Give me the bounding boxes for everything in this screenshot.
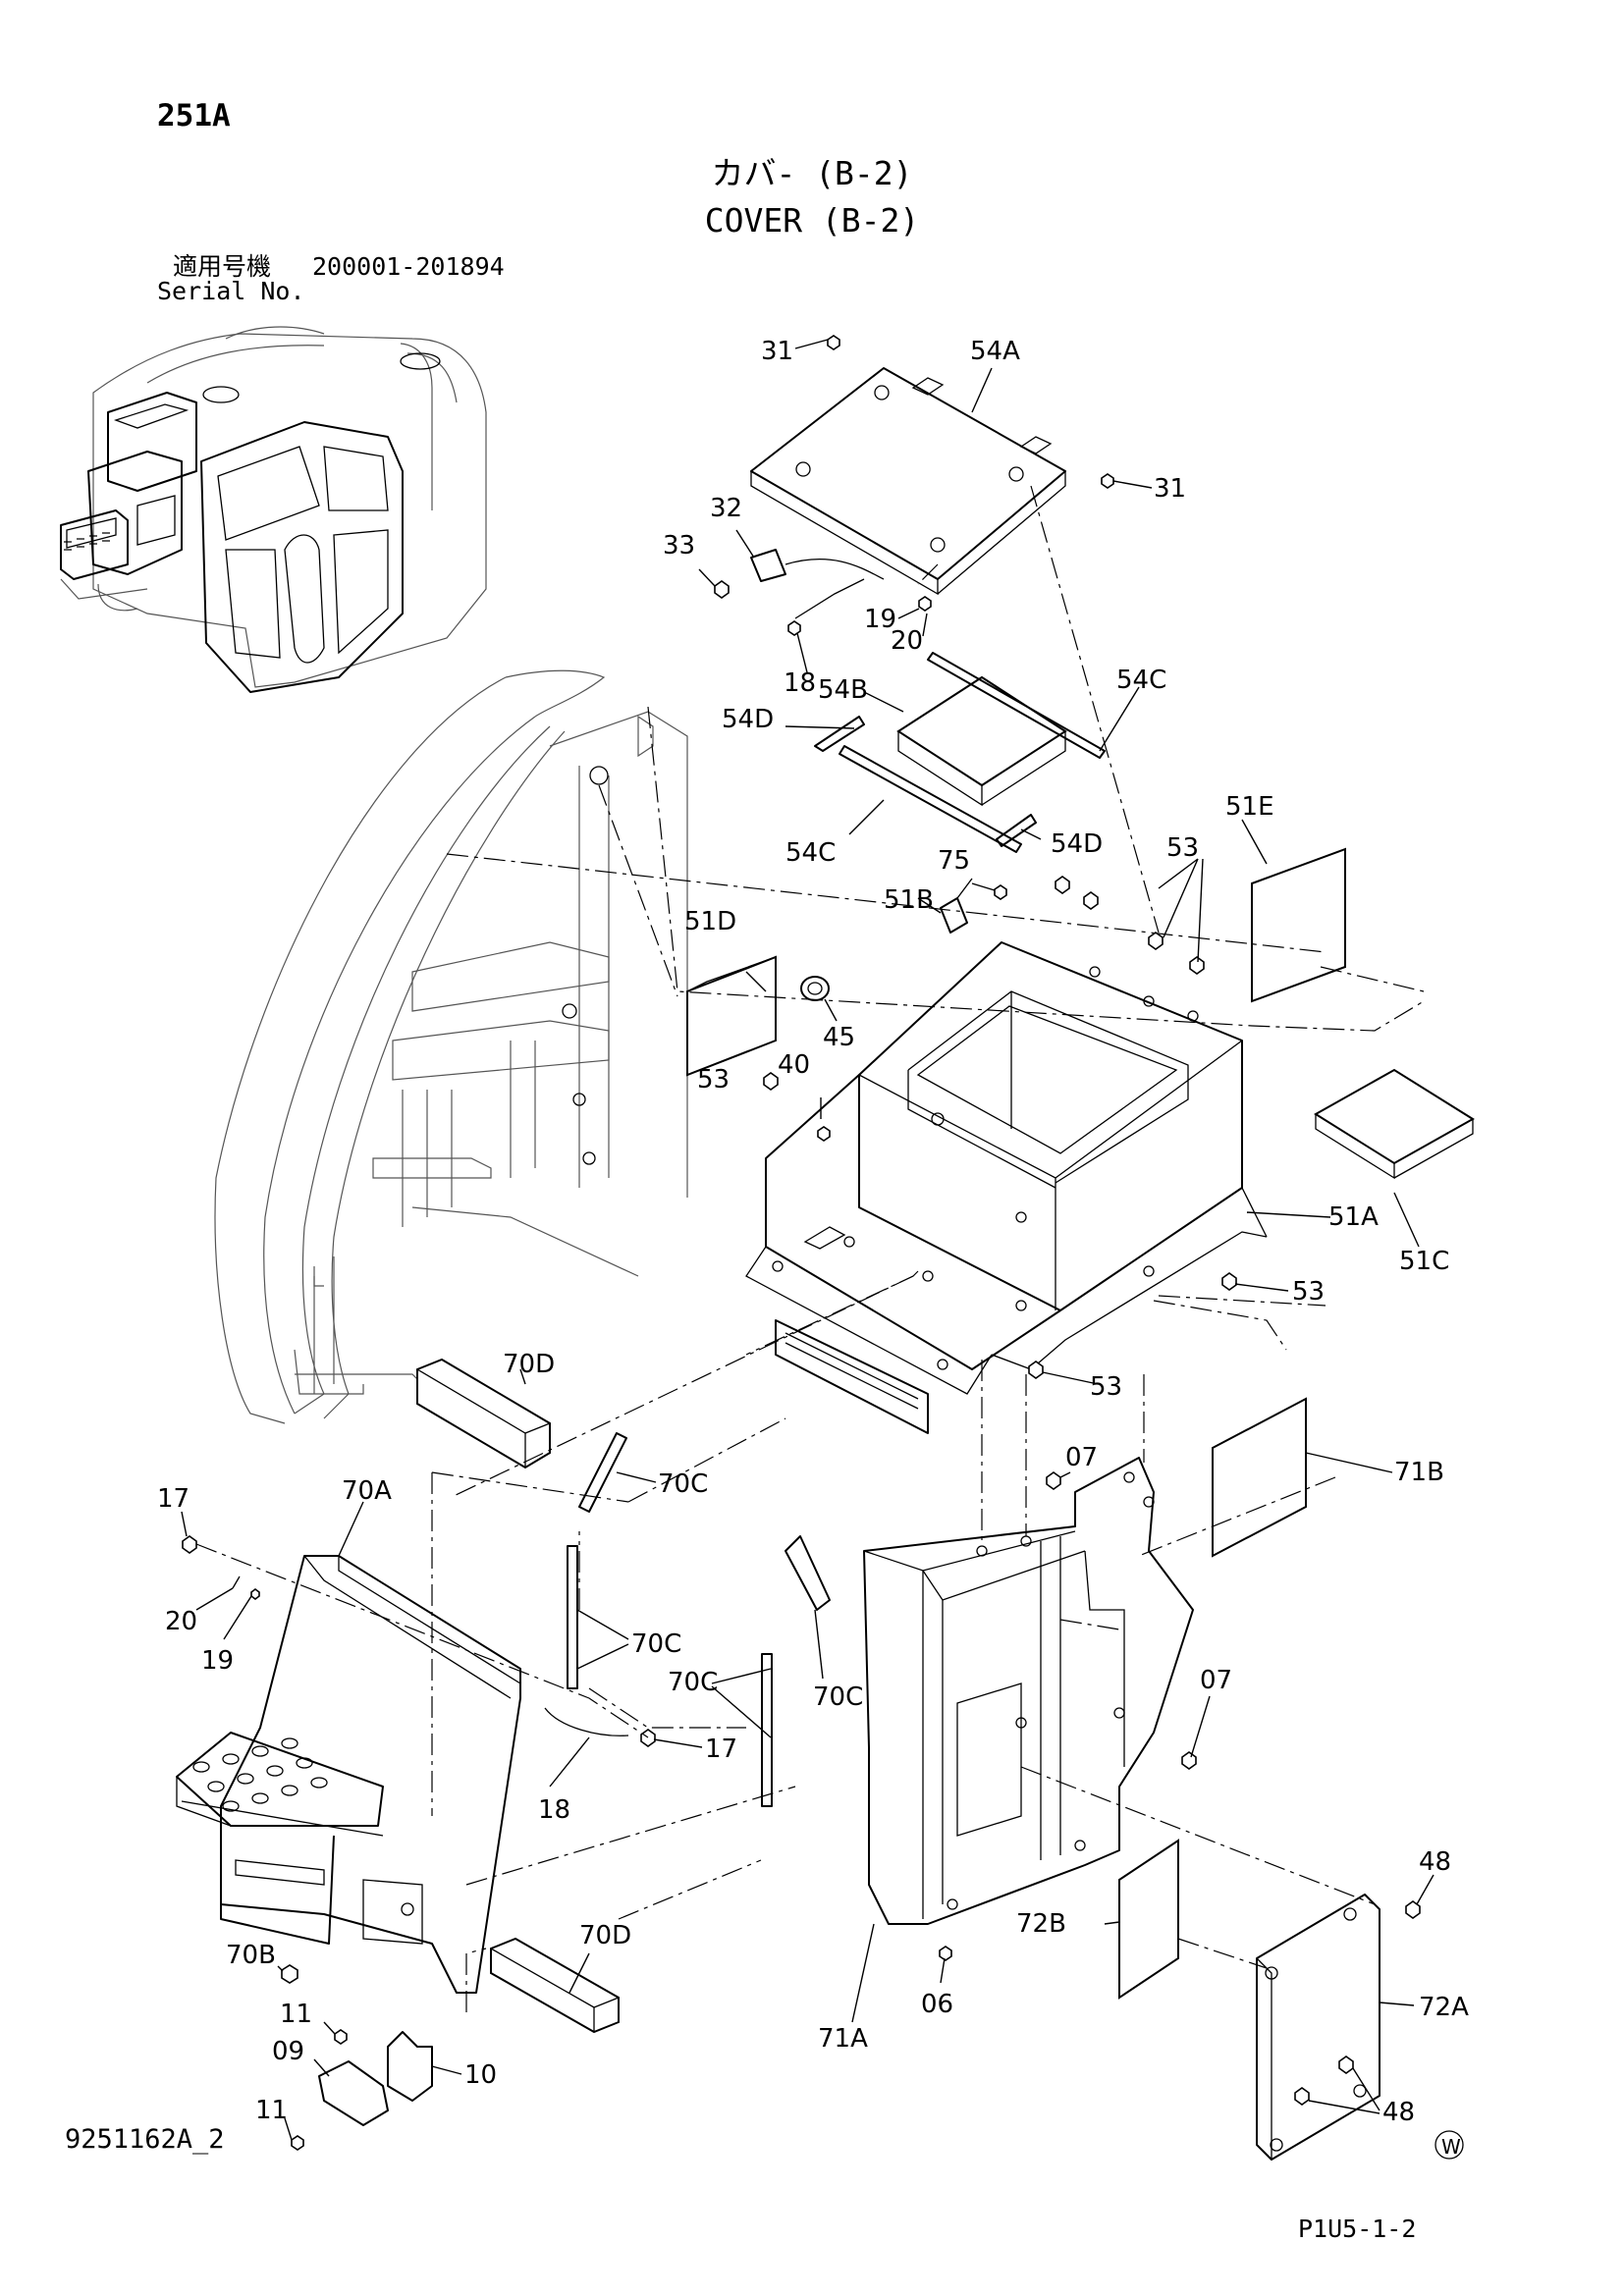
callout-label: 11 bbox=[280, 2000, 312, 2029]
title-japanese: カバ- (B-2) bbox=[711, 154, 913, 192]
callout-label: 54D bbox=[722, 705, 774, 734]
callout-label: 70D bbox=[503, 1350, 555, 1379]
callout-label: 48 bbox=[1419, 1847, 1451, 1877]
callout-label: 18 bbox=[538, 1795, 570, 1825]
callout-label: 07 bbox=[1065, 1443, 1098, 1472]
callout-label: 70B bbox=[226, 1941, 276, 1970]
callout-label: 53 bbox=[1166, 833, 1199, 863]
callout-label: 17 bbox=[157, 1484, 189, 1514]
callout-label: 70C bbox=[631, 1629, 681, 1659]
callout-label: 53 bbox=[1292, 1277, 1325, 1307]
callout-label: 54C bbox=[785, 838, 836, 868]
callout-label: 19 bbox=[864, 605, 896, 634]
serial-range: 200001-201894 bbox=[312, 252, 505, 281]
drawing-number: 9251162A_2 bbox=[65, 2124, 225, 2155]
pads-51-group bbox=[686, 847, 1475, 1180]
callout-label: 72B bbox=[1016, 1909, 1066, 1939]
title-english: COVER (B-2) bbox=[704, 201, 920, 240]
callout-label: 53 bbox=[1090, 1372, 1122, 1402]
callout-label: 31 bbox=[1154, 474, 1186, 504]
bars-70-group bbox=[416, 1358, 831, 2034]
callout-label: 51B bbox=[884, 885, 934, 915]
callout-label: 48 bbox=[1382, 2098, 1415, 2127]
callout-label: 20 bbox=[165, 1607, 197, 1636]
callout-label: 20 bbox=[891, 626, 923, 656]
callout-label: 71A bbox=[818, 2024, 868, 2054]
callout-label: 32 bbox=[710, 494, 742, 523]
callout-label: 54C bbox=[1116, 666, 1166, 695]
machine-overview-inset bbox=[60, 326, 487, 693]
callout-label: 18 bbox=[784, 668, 816, 698]
callout-label: 51C bbox=[1399, 1247, 1449, 1276]
cover-71a-group bbox=[863, 1457, 1194, 1925]
page-code: 251A bbox=[157, 98, 231, 133]
callout-label: 54A bbox=[970, 337, 1020, 366]
callout-label: 33 bbox=[663, 531, 695, 561]
pads-72-group bbox=[1118, 1397, 1380, 2161]
callout-label: 54D bbox=[1051, 829, 1103, 859]
serial-label-japanese: 適用号機 bbox=[173, 252, 272, 281]
callout-label: 53 bbox=[697, 1065, 730, 1095]
callout-label: 70D bbox=[579, 1921, 631, 1950]
callout-label: 19 bbox=[201, 1646, 234, 1676]
callout-label: 31 bbox=[761, 337, 793, 366]
callout-label: 75 bbox=[938, 846, 970, 876]
callout-label: 45 bbox=[823, 1023, 855, 1052]
callout-label: 70C bbox=[668, 1668, 718, 1697]
callout-label: 70A bbox=[342, 1476, 392, 1506]
callout-label: 07 bbox=[1200, 1666, 1232, 1695]
callout-label: 70C bbox=[658, 1469, 708, 1499]
hardware-group bbox=[182, 335, 1421, 2151]
callout-label: 51A bbox=[1328, 1202, 1379, 1232]
box-51a-group bbox=[745, 941, 1268, 1434]
callout-label: 51D bbox=[684, 907, 736, 936]
callout-labels: 31 54A 31 32 33 19 20 18 54B 54C 54D 54C… bbox=[157, 337, 1469, 2159]
cover-70a-group bbox=[176, 1555, 521, 1994]
callout-label: 72A bbox=[1419, 1993, 1469, 2022]
callout-label: 70C bbox=[813, 1682, 863, 1712]
callout-label: 40 bbox=[778, 1050, 810, 1080]
callout-label: 11 bbox=[255, 2096, 288, 2125]
alignment-lines bbox=[195, 485, 1425, 2012]
callout-label: 09 bbox=[272, 2037, 304, 2066]
cab-shell bbox=[214, 669, 688, 1424]
callout-label: 51E bbox=[1225, 792, 1274, 822]
leader-lines bbox=[181, 339, 1464, 2160]
callout-label: 06 bbox=[921, 1990, 953, 2019]
cover-54a-group bbox=[750, 367, 1106, 853]
callout-label: 71B bbox=[1394, 1458, 1444, 1487]
callout-label: 10 bbox=[464, 2060, 497, 2090]
page-reference: P1U5-1-2 bbox=[1298, 2215, 1417, 2243]
w-mark: W bbox=[1441, 2135, 1461, 2159]
callout-label: 54B bbox=[818, 675, 868, 705]
serial-label-english: Serial No. bbox=[157, 277, 305, 305]
callout-label: 17 bbox=[705, 1735, 737, 1764]
